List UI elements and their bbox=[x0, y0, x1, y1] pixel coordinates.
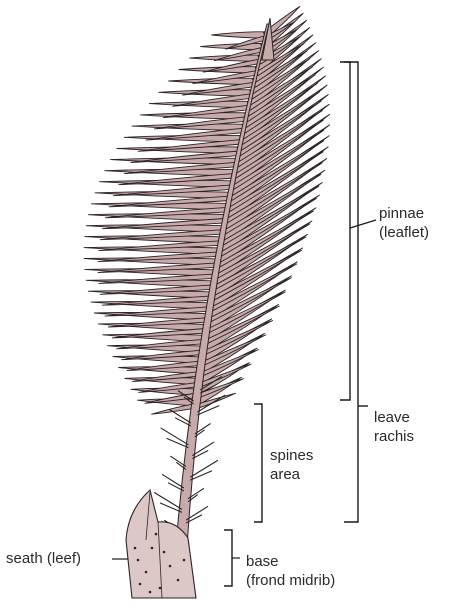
bracket-leave-rachis bbox=[344, 62, 358, 522]
sheath-speckle bbox=[149, 591, 152, 594]
sheath-speckle bbox=[163, 551, 166, 554]
pinnae-pointer-line bbox=[350, 220, 376, 228]
base-label: base (frond midrib) bbox=[246, 552, 335, 590]
sheath-speckle bbox=[169, 565, 172, 568]
spines-area-label-line-2: area bbox=[270, 465, 313, 484]
sheath-speckle bbox=[159, 587, 162, 590]
bracket-pinnae bbox=[340, 62, 350, 400]
pinnae-label: pinnae (leaflet) bbox=[379, 204, 429, 242]
pinnae-label-line-1: pinnae bbox=[379, 204, 429, 223]
sheath-speckle bbox=[145, 571, 148, 574]
sheath-speckle bbox=[134, 547, 137, 550]
sheath-speckle bbox=[151, 547, 154, 550]
bracket-spines-area bbox=[254, 404, 262, 522]
base-label-line-1: base bbox=[246, 552, 335, 571]
base-label-line-2: (frond midrib) bbox=[246, 571, 335, 590]
sheath-speckle bbox=[155, 533, 158, 536]
seath-label: seath (leef) bbox=[6, 549, 81, 568]
sheath-speckle bbox=[183, 559, 186, 562]
sheath-speckle bbox=[177, 579, 180, 582]
sheath-speckle bbox=[137, 559, 140, 562]
pinnae-label-line-2: (leaflet) bbox=[379, 223, 429, 242]
bracket-base bbox=[224, 530, 232, 586]
seath-label-line-1: seath (leef) bbox=[6, 549, 81, 568]
spines-area-label-line-1: spines bbox=[270, 446, 313, 465]
spine bbox=[171, 456, 186, 466]
leave-rachis-label-line-1: leave bbox=[374, 408, 414, 427]
sheath-speckle bbox=[139, 583, 142, 586]
leave-rachis-label-line-2: rachis bbox=[374, 427, 414, 446]
leave-rachis-label: leave rachis bbox=[374, 408, 414, 446]
pinna-leaflet bbox=[212, 32, 266, 38]
spines-area-label: spines area bbox=[270, 446, 313, 484]
